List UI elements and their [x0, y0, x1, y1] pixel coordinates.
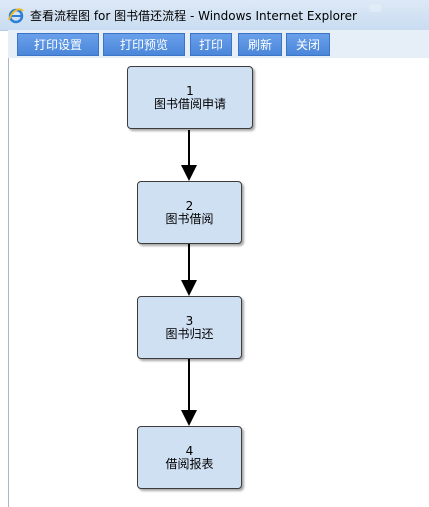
node-label: 借阅报表	[165, 456, 214, 471]
node-number: 2	[185, 198, 194, 213]
ie-logo-icon	[8, 8, 24, 24]
node-number: 4	[185, 443, 194, 458]
window-title: 查看流程图 for 图书借还流程 - Windows Internet Expl…	[30, 9, 357, 23]
toolbar: 打印设置 打印预览 打印 刷新 关闭	[8, 30, 429, 58]
flow-node-2[interactable]: 2 图书借阅	[137, 181, 242, 244]
node-number: 1	[186, 83, 194, 98]
flow-node-4[interactable]: 4 借阅报表	[137, 426, 242, 489]
node-label: 图书归还	[165, 326, 214, 341]
flow-node-3[interactable]: 3 图书归还	[137, 296, 242, 359]
print-button[interactable]: 打印	[190, 33, 232, 56]
titlebar-decoration	[369, 4, 381, 12]
node-label: 图书借阅申请	[153, 96, 226, 111]
close-button[interactable]: 关闭	[286, 33, 330, 56]
refresh-button[interactable]: 刷新	[238, 33, 282, 56]
flow-connectors	[181, 130, 197, 426]
print-settings-button[interactable]: 打印设置	[17, 33, 99, 56]
window-titlebar: 查看流程图 for 图书借还流程 - Windows Internet Expl…	[0, 0, 429, 31]
flow-node-1[interactable]: 1 图书借阅申请	[127, 66, 253, 129]
print-preview-button[interactable]: 打印预览	[103, 33, 185, 56]
flowchart-canvas: 1 图书借阅申请 2 图书借阅 3 图书归还 4 借阅报表	[8, 58, 429, 507]
node-number: 3	[185, 313, 194, 328]
node-label: 图书借阅	[165, 211, 214, 226]
